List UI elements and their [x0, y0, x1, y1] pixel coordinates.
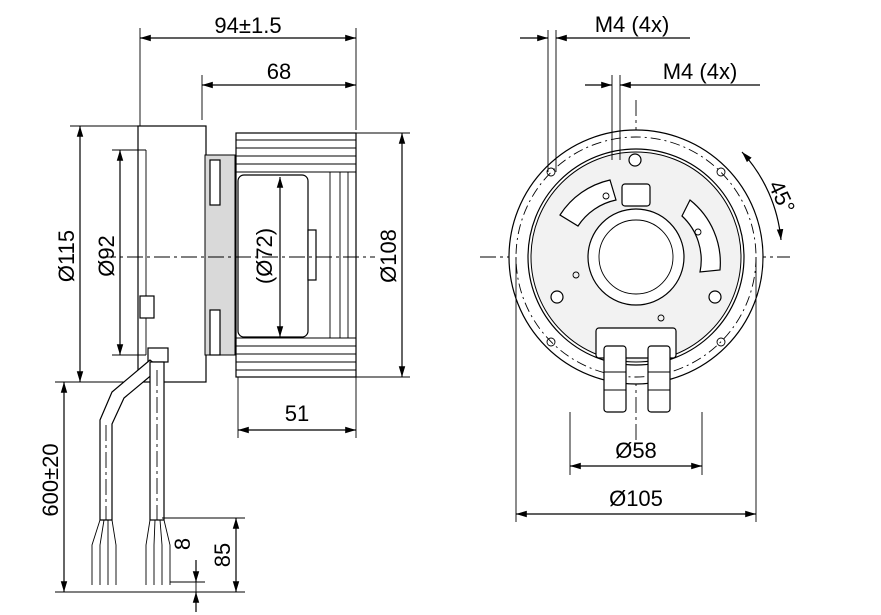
- housing-length-label: 68: [267, 59, 291, 84]
- angle-arc: [741, 151, 784, 241]
- jacket-strip-length-label: 85: [210, 543, 235, 567]
- angle-label: 45°: [763, 176, 800, 217]
- side-view: 94±1.5 68 51 Ø115 Ø92 (Ø72) Ø108 600±20 …: [38, 13, 410, 612]
- housing-diameter-label: Ø92: [94, 235, 119, 277]
- outer-pcd-label: Ø105: [609, 486, 663, 511]
- overall-length-label: 94±1.5: [214, 13, 281, 38]
- front-view: M4 (4x) M4 (4x) 45° Ø58 Ø105: [480, 12, 800, 522]
- cable-length-label: 600±20: [38, 443, 63, 516]
- strip-length-label: 8: [170, 538, 195, 550]
- inner-thread-label: M4 (4x): [663, 59, 738, 84]
- cable-bundle: [91, 359, 171, 585]
- rotor-fins: [235, 132, 357, 378]
- hub-diameter-label: (Ø72): [252, 228, 277, 284]
- flange-plate: [137, 125, 207, 383]
- rotor-length-label: 51: [285, 401, 309, 426]
- outer-thread-label: M4 (4x): [595, 12, 670, 37]
- slot-right: [681, 199, 721, 273]
- inner-pcd-label: Ø58: [615, 438, 657, 463]
- slot-left: [559, 179, 617, 227]
- rotor-diameter-label: Ø108: [376, 229, 401, 283]
- flange-diameter-label: Ø115: [54, 230, 79, 282]
- mounting-holes: [546, 153, 726, 347]
- hub-circle: [587, 208, 685, 306]
